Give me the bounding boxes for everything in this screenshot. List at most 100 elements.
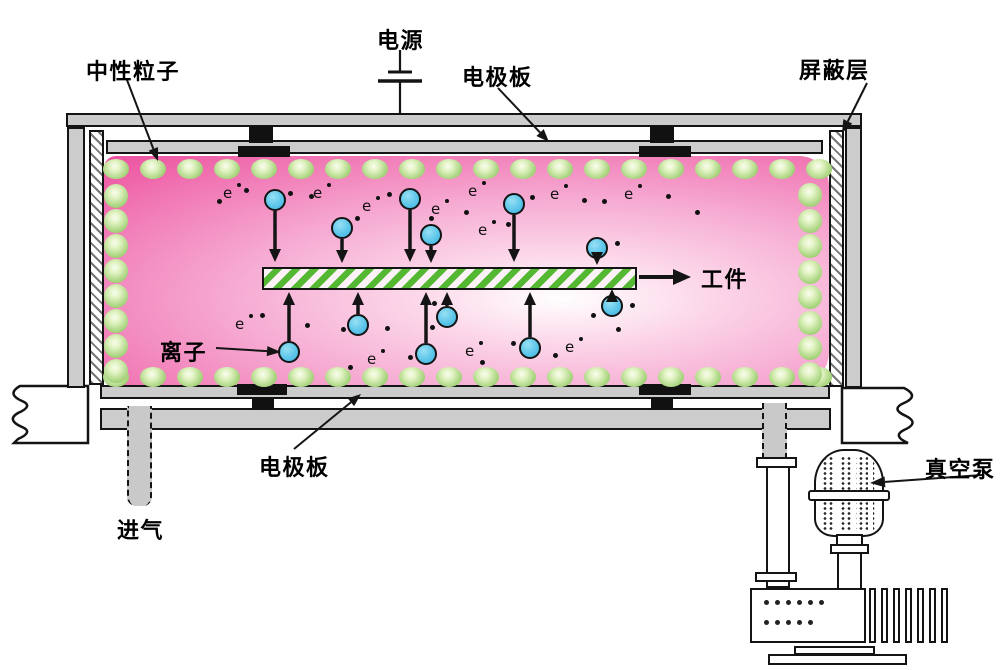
pump-pipe-flange-top xyxy=(756,457,797,468)
pump-body-dot xyxy=(764,620,769,625)
electron-dot xyxy=(237,183,241,187)
electron-dot-marker xyxy=(304,322,310,328)
pump-fin xyxy=(893,588,900,643)
electron-dot-marker xyxy=(340,326,346,332)
neutral-particle-sphere xyxy=(695,159,721,179)
electron-dot xyxy=(638,184,642,188)
neutral-particle-sphere xyxy=(104,334,128,358)
electron-dot-marker xyxy=(216,198,222,204)
electron-dot-marker xyxy=(510,340,516,346)
electron-dot-marker xyxy=(590,312,596,318)
pump-body-dot xyxy=(819,600,824,605)
neutral-particle-sphere xyxy=(547,159,573,179)
electron-dot-marker xyxy=(629,302,635,308)
neutral-particle-sphere xyxy=(104,209,128,233)
neutral-particle-sphere xyxy=(140,159,166,179)
electron-dot-marker xyxy=(407,354,413,360)
ion-particle xyxy=(420,224,442,246)
neutral-particle-sphere xyxy=(325,159,351,179)
left-wall xyxy=(67,127,85,388)
neutral-particle-sphere xyxy=(547,367,573,387)
pump-stem xyxy=(837,552,862,590)
workpiece-label: 工件 xyxy=(701,268,749,293)
neutral-particle-sphere xyxy=(362,159,388,179)
electron-dot-marker xyxy=(428,215,434,221)
electron-dot xyxy=(492,220,496,224)
top-connector-foot xyxy=(238,146,290,157)
ion-particle xyxy=(601,295,623,317)
neutral-particle-sphere xyxy=(214,367,240,387)
neutral-particle-sphere xyxy=(584,159,610,179)
bottom-electrode-plate xyxy=(100,385,830,399)
electron-dot-marker xyxy=(308,193,314,199)
pump-head-collar xyxy=(808,490,890,501)
ion-particle xyxy=(519,337,541,359)
electron-letter: e xyxy=(468,182,478,200)
ion-particle xyxy=(586,237,608,259)
neutral-particle-sphere xyxy=(798,183,822,207)
neutral-particle-sphere xyxy=(658,367,684,387)
electron-letter: e xyxy=(362,197,372,215)
ion-particle xyxy=(503,193,525,215)
neutral-particle-sphere xyxy=(798,361,822,386)
electron-dot-marker xyxy=(615,326,621,332)
pump-body-dot xyxy=(797,600,802,605)
neutral-particle-sphere xyxy=(251,367,277,387)
electron-marker: e xyxy=(565,337,583,356)
vacuum-pump-label: 真空泵 xyxy=(925,458,996,483)
electron-dot-marker xyxy=(429,324,435,330)
pump-neck-flange xyxy=(830,544,869,554)
neutral-particle-sphere xyxy=(732,159,758,179)
neutral-particle-sphere xyxy=(104,259,128,283)
bottom-connector-stem xyxy=(651,398,673,409)
electron-marker: e xyxy=(550,184,568,203)
power-source-icon xyxy=(378,50,422,114)
electron-dot xyxy=(376,196,380,200)
neutral-particle-sphere xyxy=(798,336,822,360)
gas-inlet-tube xyxy=(127,406,152,506)
electrode-plate-bottom-label: 电极板 xyxy=(259,456,330,481)
electron-marker: e xyxy=(362,196,380,215)
pump-body-dot xyxy=(808,600,813,605)
ion-particle xyxy=(347,314,369,336)
electron-letter: e xyxy=(624,185,634,203)
electron-letter: e xyxy=(565,338,575,356)
vacuum-duct-tube xyxy=(762,403,787,459)
neutral-particle-sphere xyxy=(798,234,822,258)
top-electrode-plate xyxy=(106,140,823,154)
neutral-particle-sphere xyxy=(104,284,128,308)
electron-dot-marker xyxy=(665,193,671,199)
top-connector-foot xyxy=(639,146,691,157)
neutral-particle-sphere xyxy=(436,367,462,387)
electron-marker: e xyxy=(313,183,331,202)
electron-dot xyxy=(249,314,253,318)
electron-marker: e xyxy=(223,183,241,202)
pump-fin xyxy=(905,588,912,643)
neutral-particle-sphere xyxy=(695,367,721,387)
neutral-particle-sphere xyxy=(473,367,499,387)
pump-fin xyxy=(929,588,936,643)
neutral-particle-sphere xyxy=(104,359,128,383)
neutral-particle-sphere xyxy=(288,159,314,179)
left-shield-layer xyxy=(89,130,104,385)
electron-letter: e xyxy=(550,185,560,203)
neutral-particle-sphere xyxy=(104,309,128,333)
pump-fin xyxy=(917,588,924,643)
neutral-particle-sphere xyxy=(177,367,203,387)
pump-body xyxy=(750,588,866,643)
neutral-particle-sphere xyxy=(362,367,388,387)
electron-marker: e xyxy=(367,349,385,368)
neutral-particle-sphere xyxy=(104,184,128,208)
electron-marker: e xyxy=(465,341,483,360)
bottom-connector-foot xyxy=(639,384,691,395)
electron-dot-marker xyxy=(386,191,392,197)
pump-body-dot xyxy=(808,620,813,625)
neutral-particle-sphere xyxy=(769,159,795,179)
neutral-particle-sphere xyxy=(140,367,166,387)
neutral-particle-sphere xyxy=(251,159,277,179)
pump-body-dot xyxy=(786,600,791,605)
pump-body-dot xyxy=(786,620,791,625)
neutral-particle-sphere xyxy=(325,367,351,387)
top-connector-stem xyxy=(650,126,674,143)
electron-dot xyxy=(564,184,568,188)
